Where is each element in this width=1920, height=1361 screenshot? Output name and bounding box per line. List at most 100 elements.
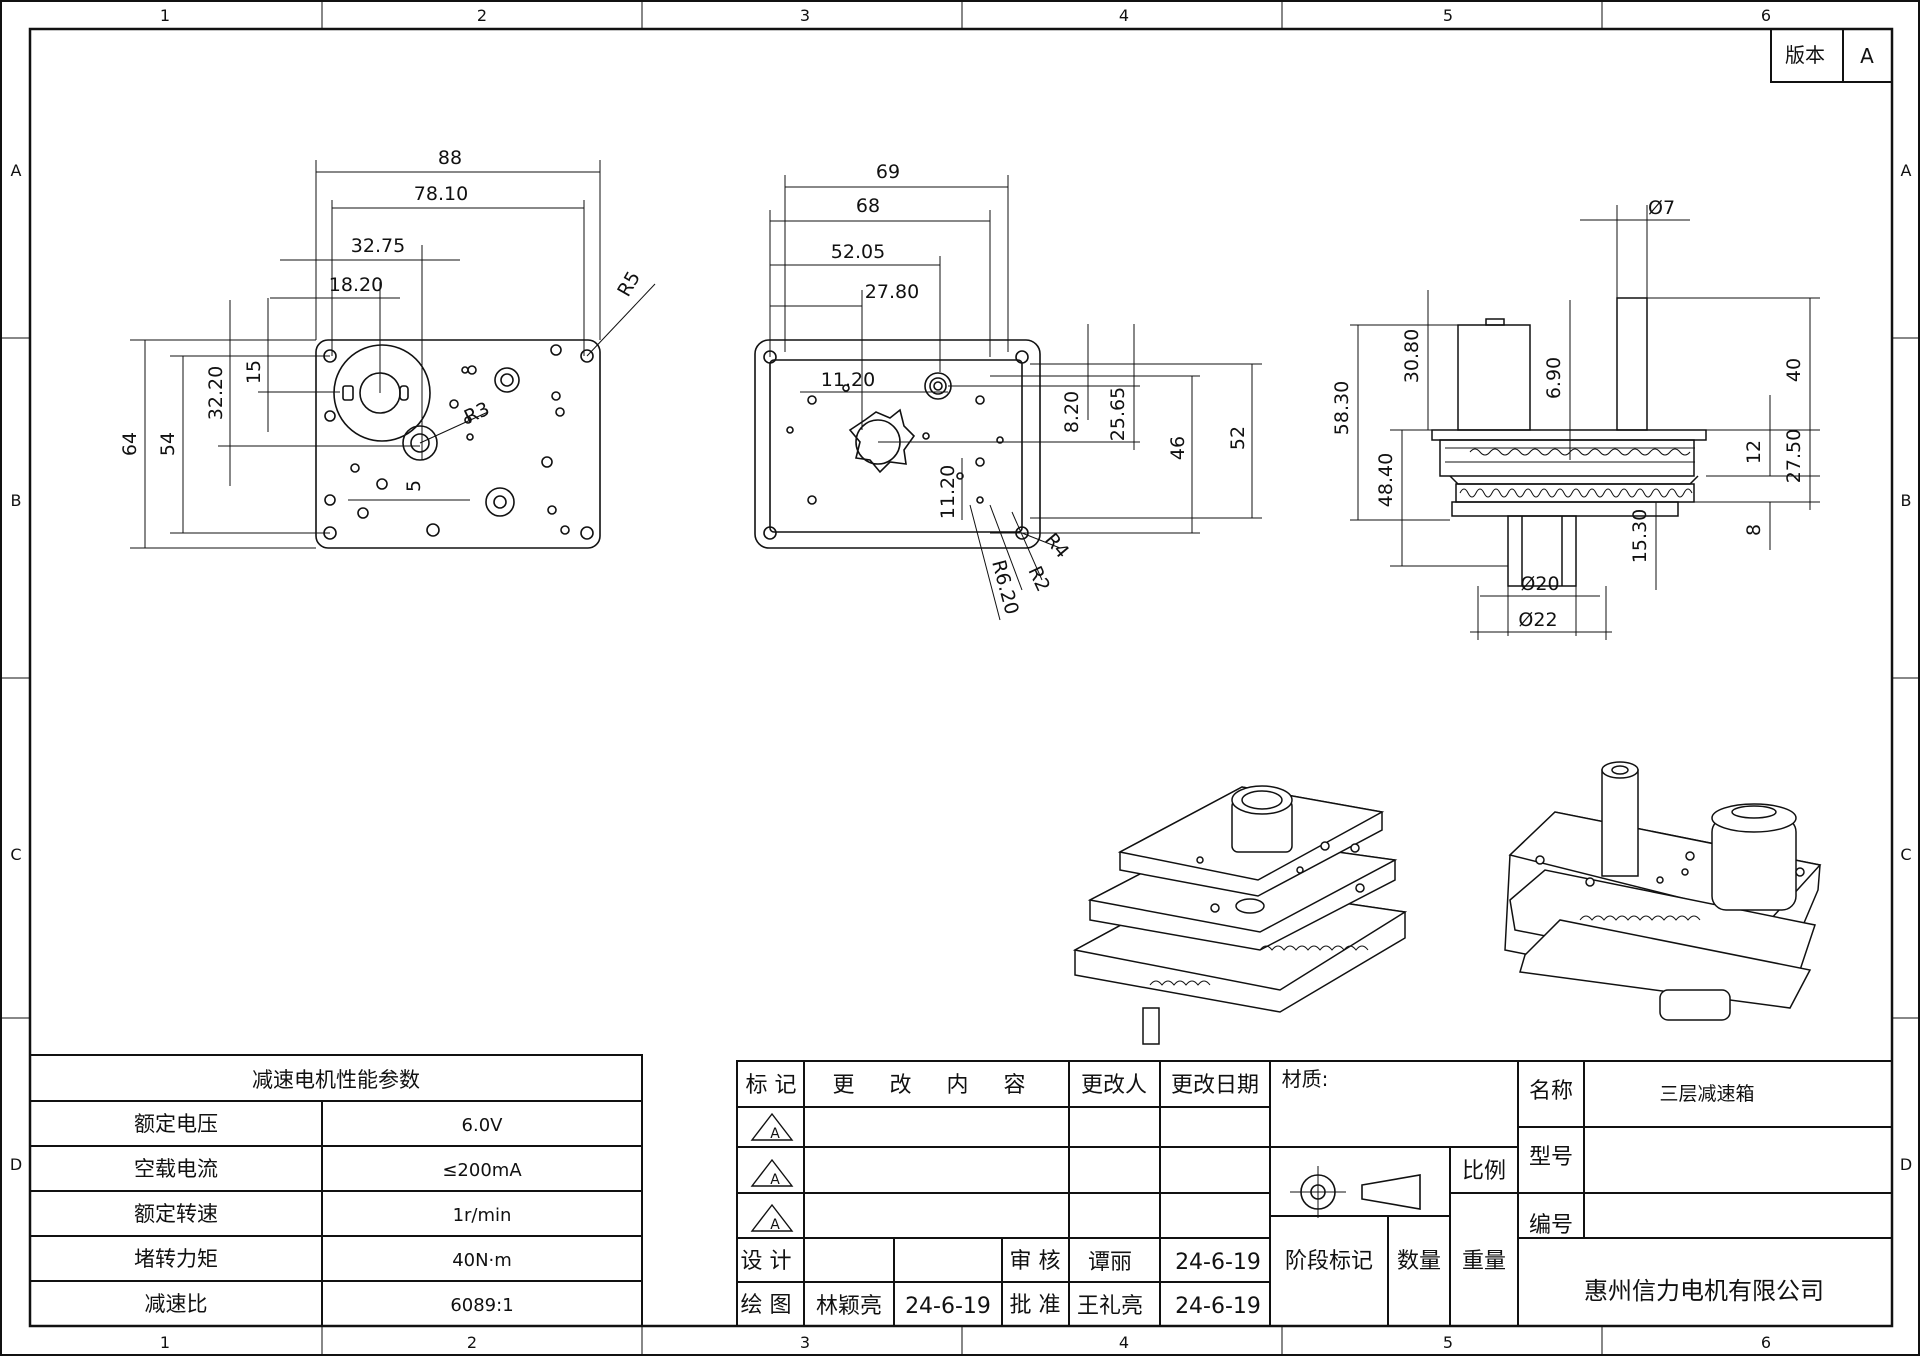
row-label-A-right: A <box>1901 161 1912 180</box>
dim-27-80: 27.80 <box>865 281 919 303</box>
revision-mark-2: A <box>770 1172 780 1188</box>
dim-32-75: 32.75 <box>351 235 405 257</box>
change-header-date: 更改日期 <box>1171 1073 1259 1098</box>
review-date: 24-6-19 <box>1175 1250 1261 1275</box>
dim-15: 15 <box>243 360 265 384</box>
review-label: 审 核 <box>1010 1249 1061 1274</box>
quantity-label: 数量 <box>1397 1249 1441 1274</box>
front-view <box>315 339 601 549</box>
change-header-mark: 标 记 <box>746 1073 797 1098</box>
row-label-D-right: D <box>1900 1155 1912 1174</box>
code-label: 编号 <box>1529 1213 1573 1238</box>
drawer-name: 林颖亮 <box>816 1294 882 1319</box>
dim-58-30: 58.30 <box>1331 381 1353 435</box>
row-label-A: A <box>11 161 22 180</box>
col-label-2: 2 <box>477 6 487 25</box>
dim-27-50: 27.50 <box>1783 429 1805 483</box>
col-label-3: 3 <box>800 6 810 25</box>
revision-label: 版本 <box>1785 43 1825 67</box>
approver-name: 王礼亮 <box>1077 1294 1143 1319</box>
stage-label: 阶段标记 <box>1285 1249 1373 1274</box>
row-label-C: C <box>10 845 21 864</box>
spec-value-voltage: 6.0V <box>462 1115 504 1136</box>
spec-label-current: 空载电流 <box>134 1157 218 1181</box>
weight-label: 重量 <box>1462 1249 1506 1274</box>
dim-18-20: 18.20 <box>329 274 383 296</box>
dim-R3: R3 <box>461 398 493 429</box>
spec-value-speed: 1r/min <box>453 1205 512 1226</box>
approve-label: 批 准 <box>1010 1293 1061 1318</box>
dim-8-20: 8.20 <box>1061 391 1083 433</box>
spec-value-current: ≤200mA <box>442 1160 522 1181</box>
design-label: 设 计 <box>741 1249 792 1274</box>
dim-8: 8 <box>1743 524 1765 536</box>
material-label: 材质: <box>1282 1067 1329 1091</box>
dim-R2: R2 <box>1023 563 1054 595</box>
draw-label: 绘 图 <box>741 1293 792 1318</box>
revision-box: 版本 A <box>1770 28 1893 83</box>
dim-5: 5 <box>403 480 425 492</box>
model-label: 型号 <box>1529 1145 1573 1170</box>
col-label-bottom-2: 2 <box>467 1333 477 1352</box>
revision-mark-1: A <box>770 1126 780 1142</box>
dim-68: 68 <box>856 195 880 217</box>
spec-label-voltage: 额定电压 <box>134 1112 218 1136</box>
spec-label-speed: 额定转速 <box>134 1202 218 1226</box>
projection-symbol-icon <box>1290 1166 1421 1218</box>
dim-46: 46 <box>1167 436 1189 460</box>
col-label-5: 5 <box>1443 6 1453 25</box>
reviewer-name: 谭丽 <box>1088 1250 1132 1275</box>
change-header-content: 更 改 内 容 <box>833 1073 1040 1098</box>
draw-date: 24-6-19 <box>905 1294 991 1319</box>
spec-value-ratio: 6089:1 <box>450 1295 513 1316</box>
revision-mark-3: A <box>770 1217 780 1233</box>
col-label-bottom-3: 3 <box>800 1333 810 1352</box>
row-label-B-right: B <box>1901 491 1912 510</box>
dim-R5: R5 <box>613 268 645 301</box>
dim-25-65: 25.65 <box>1107 387 1129 441</box>
dim-52: 52 <box>1227 426 1249 450</box>
front-view-dims <box>130 160 656 549</box>
approve-date: 24-6-19 <box>1175 1294 1261 1319</box>
spec-label-ratio: 减速比 <box>145 1292 208 1316</box>
dim-69: 69 <box>876 161 900 183</box>
top-view <box>1431 297 1707 587</box>
dim-78-10: 78.10 <box>414 183 468 205</box>
spec-value-torque: 40N·m <box>452 1250 512 1271</box>
row-label-B: B <box>11 491 22 510</box>
dim-54: 54 <box>157 432 179 456</box>
dim-64: 64 <box>119 432 141 456</box>
dim-48-40: 48.40 <box>1375 453 1397 507</box>
dim-11-20-top: 11.20 <box>821 369 875 391</box>
revision-value: A <box>1860 44 1874 68</box>
col-label-bottom-1: 1 <box>160 1333 170 1352</box>
dim-32-20: 32.20 <box>205 366 227 420</box>
col-label-bottom-4: 4 <box>1119 1333 1129 1352</box>
scale-label: 比例 <box>1462 1159 1506 1184</box>
isometric-view-gearbox-right <box>1504 761 1822 1021</box>
col-label-bottom-5: 5 <box>1443 1333 1453 1352</box>
col-label-4: 4 <box>1119 6 1129 25</box>
name-value: 三层减速箱 <box>1659 1083 1754 1105</box>
dim-6-90: 6.90 <box>1543 357 1565 399</box>
dim-R6-20: R6.20 <box>987 558 1023 617</box>
side-view-dims <box>769 175 1262 621</box>
dim-30-80: 30.80 <box>1401 329 1423 383</box>
dim-dia20: Ø20 <box>1520 573 1559 595</box>
dim-88: 88 <box>438 147 462 169</box>
company-name: 惠州信力电机有限公司 <box>1584 1277 1824 1305</box>
dim-15-30: 15.30 <box>1629 509 1651 563</box>
dim-52-05: 52.05 <box>831 241 885 263</box>
col-label-6: 6 <box>1761 6 1771 25</box>
top-view-dims <box>1350 205 1820 640</box>
name-label: 名称 <box>1529 1079 1573 1104</box>
change-header-person: 更改人 <box>1081 1073 1147 1098</box>
dim-40: 40 <box>1783 358 1805 382</box>
dim-R4: R4 <box>1040 529 1073 563</box>
revision-triangles <box>750 1112 794 1232</box>
dim-12: 12 <box>1743 440 1765 464</box>
dim-11-20-side: 11.20 <box>937 465 959 519</box>
col-label-1: 1 <box>160 6 170 25</box>
